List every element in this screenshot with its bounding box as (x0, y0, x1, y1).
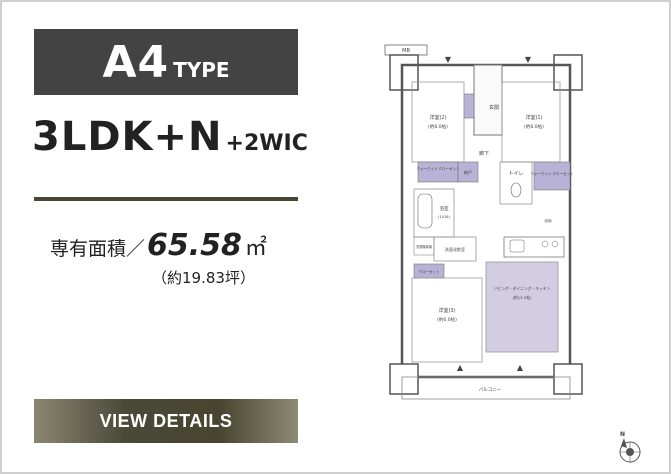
bottom-left-pillar (389, 363, 419, 395)
toilet-icon (510, 182, 522, 198)
area-unit: ㎡ (244, 236, 267, 261)
stove-icon-2 (551, 240, 559, 248)
area-row: 専有面積／ 65.58 ㎡ (50, 228, 310, 264)
type-name: A4 (102, 37, 170, 88)
right-pillar (553, 54, 583, 91)
toilet-label: トイレ (508, 171, 523, 177)
bedroom-3-label: 洋室(3) (438, 307, 455, 314)
bathtub-icon (417, 193, 433, 229)
bathroom-label: 浴室 (440, 205, 449, 212)
laundry-area (413, 236, 435, 256)
ldk-area (485, 261, 559, 353)
compass-icon (619, 438, 641, 463)
ldk-size: (約13.5帖) (512, 295, 532, 300)
stove-icon (541, 240, 549, 248)
bedroom-2-size: (約6.0帖) (428, 123, 448, 130)
divider (34, 197, 298, 201)
wic-left-label: ウォークイン クローゼット (416, 166, 459, 171)
vent-icon: ▼ (525, 55, 532, 64)
bottom-right-pillar (553, 363, 583, 395)
area-value: 65.58 (147, 228, 242, 263)
wic-right-label: ウォークイン クローゼット (530, 171, 573, 176)
left-pillar (389, 54, 419, 91)
hallway-label: 廊下 (479, 150, 489, 157)
layout-sub: +2WIC (225, 131, 308, 156)
sink-icon (509, 239, 525, 253)
layout-label: 3LDK+N +2WIC (32, 114, 308, 174)
area-tsubo: （約19.83坪） (152, 269, 255, 287)
vent-icon: ▼ (445, 55, 452, 64)
bedroom-3-size: (約6.0帖) (437, 316, 457, 323)
nando-label: 納戸 (464, 169, 472, 175)
balcony-label: バルコニー (479, 387, 502, 393)
bedroom-1 (501, 81, 561, 163)
balcony (401, 376, 571, 400)
bathroom-size: (1418) (438, 215, 450, 219)
nando (457, 161, 479, 183)
bedroom-2 (411, 81, 465, 163)
bedroom-1-label: 洋室(1) (525, 114, 542, 121)
wic-left (417, 161, 459, 183)
entrance (473, 64, 503, 136)
shoe-storage (463, 93, 475, 119)
type-suffix: TYPE (173, 58, 230, 82)
vent-icon: ▲ (517, 363, 524, 372)
wic-right (533, 161, 571, 191)
area-label: 専有面積／ (50, 238, 146, 260)
laundry-label: 洗濯機置場 (416, 244, 433, 249)
ldk-label: リビング・ダイニング・キッチン (494, 286, 551, 291)
view-details-button[interactable]: VIEW DETAILS (34, 399, 298, 443)
closet-label: クローゼット (419, 269, 440, 274)
compass-n-label: N (620, 431, 625, 438)
layout-main: 3LDK+N (32, 114, 223, 160)
kitchen-storage-label: 収納 (545, 218, 553, 223)
type-banner: A4 TYPE (34, 29, 298, 95)
bedroom-1-size: (約6.0帖) (524, 123, 544, 130)
bedroom-3 (411, 277, 483, 363)
bedroom-2-label: 洋室(2) (429, 114, 446, 121)
mb-label: MB (402, 48, 410, 54)
vent-icon: ▲ (457, 363, 464, 372)
bathroom (413, 188, 455, 238)
floor-plan-diagram: MB 玄関 洋室(2) (約6.0帖) 洋室(1) (約6.0帖) 廊下 ウォー… (384, 44, 641, 463)
toilet-room (499, 161, 533, 205)
genkan-label: 玄関 (489, 104, 499, 111)
washroom-label: 洗面化粧室 (445, 246, 465, 252)
kitchen-counter (503, 236, 565, 258)
